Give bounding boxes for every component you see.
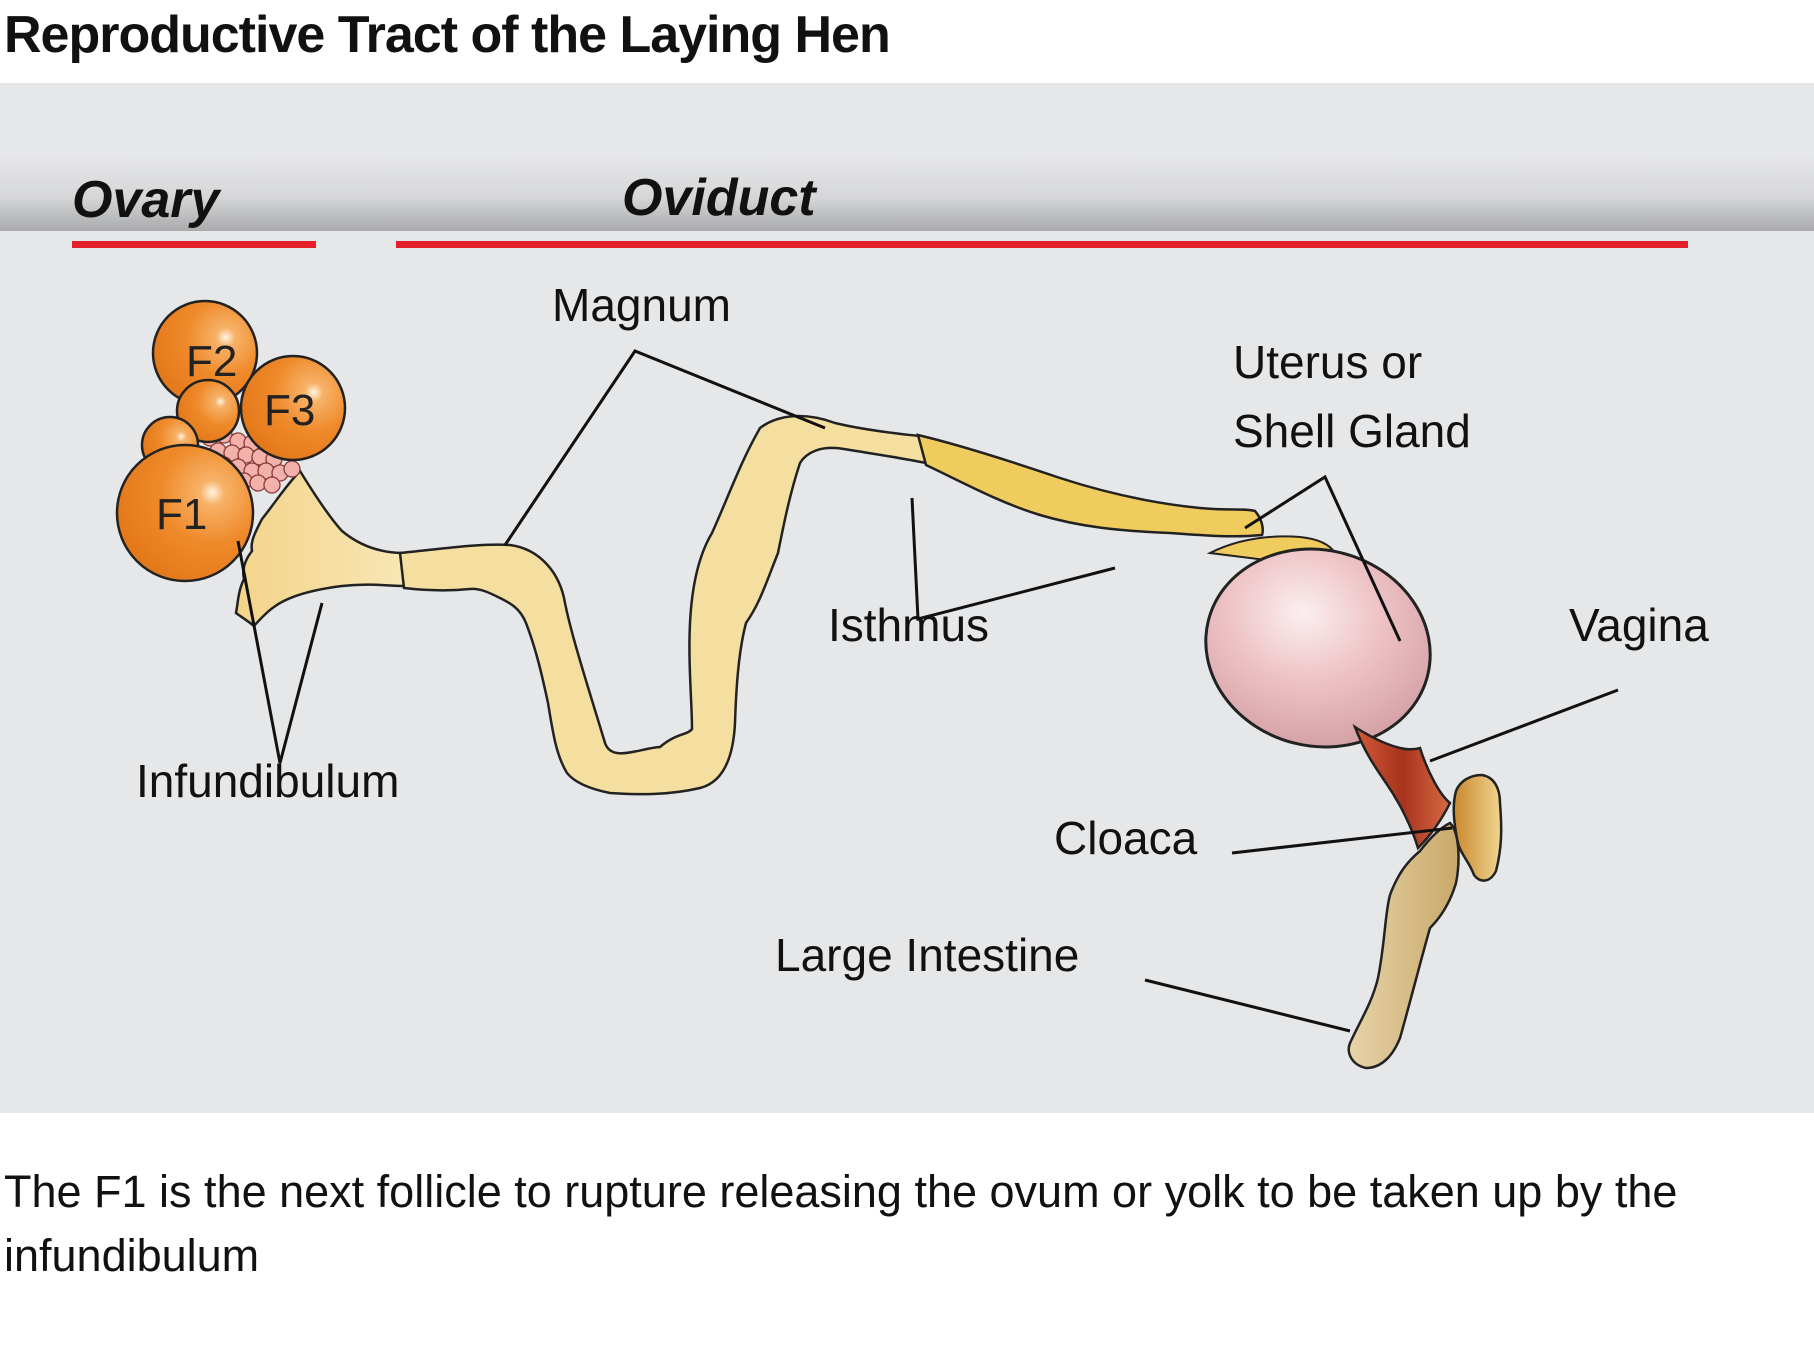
diagram-panel: Ovary Oviduct F2 [0, 83, 1814, 1113]
header-band [0, 155, 1814, 231]
large-intestine-label: Large Intestine [775, 929, 1079, 981]
isthmus-shape [916, 433, 1264, 538]
large-intestine-leader [1144, 978, 1351, 1033]
infundibulum-shape [234, 468, 406, 628]
panel-background [0, 83, 1814, 1113]
cloaca-shape [1452, 773, 1503, 882]
page-title: Reproductive Tract of the Laying Hen [4, 6, 891, 64]
infundibulum-label: Infundibulum [136, 755, 399, 807]
magnum-shape [398, 414, 928, 796]
uterus-leader [1244, 474, 1402, 642]
follicle-f3 [239, 354, 347, 462]
hen-tract-diagram: Ovary Oviduct F2 [0, 83, 1814, 1113]
uterus-label-line1: Uterus or [1233, 336, 1422, 388]
uterus-shape [1204, 547, 1432, 749]
isthmus-label: Isthmus [828, 599, 989, 651]
vagina-leader [1429, 688, 1619, 763]
follicle-f1 [115, 443, 255, 583]
oviduct-section-label: Oviduct [622, 169, 818, 227]
f2-label: F2 [186, 337, 237, 386]
isthmus-leader [910, 497, 1116, 621]
ovary-section-label: Ovary [72, 171, 223, 229]
large-intestine-shape [1347, 821, 1460, 1070]
leader-lines [236, 349, 1619, 1033]
ovary-section-rule [72, 241, 316, 248]
f1-label: F1 [156, 490, 207, 539]
oviduct-section-rule [396, 241, 1688, 248]
figure-caption: The F1 is the next follicle to rupture r… [4, 1166, 1678, 1281]
magnum-leader [503, 349, 826, 546]
magnum-label: Magnum [552, 279, 731, 331]
uterus-label-line2: Shell Gland [1233, 405, 1471, 457]
vagina-label: Vagina [1569, 599, 1709, 651]
infundibulum-leader [236, 540, 324, 764]
f3-label: F3 [264, 386, 315, 435]
cloaca-label: Cloaca [1054, 812, 1198, 864]
cloaca-leader [1231, 826, 1453, 855]
